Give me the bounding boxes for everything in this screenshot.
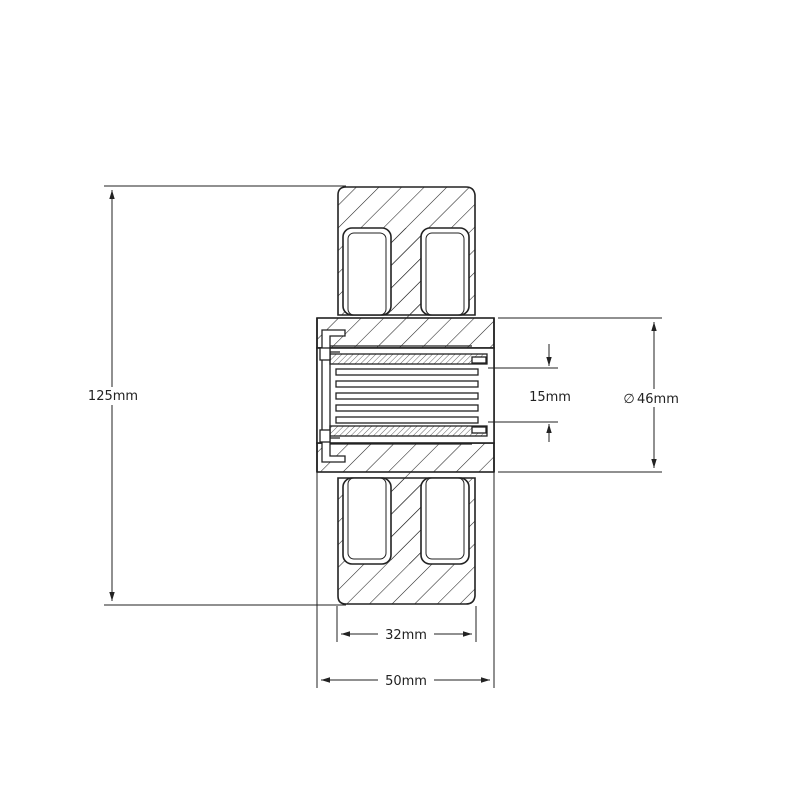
needle-roller [335,368,479,376]
recess-pockets [342,227,470,565]
label-tread-width: 32mm [385,628,427,643]
hub-web [316,228,495,564]
bearing-assembly [316,329,495,463]
recess-lower-right [420,477,470,565]
needle-roller [335,404,479,412]
needle-roller [335,416,479,424]
snap-ring [321,329,346,463]
recess-upper-right [420,227,470,316]
recess-upper-left [342,227,392,316]
label-hub-diameter: 46mm [637,392,679,407]
bearing-race-top [329,353,488,365]
needle-roller [335,380,479,388]
label-hub-width: 50mm [385,674,427,689]
label-overall-diameter: 125mm [88,389,138,404]
recess-lower-left [342,477,392,565]
diameter-symbol-icon: ∅ [623,392,634,407]
bearing-race-bottom [329,425,488,437]
needle-roller [335,392,479,400]
label-bore-diameter: 15mm [529,390,571,405]
